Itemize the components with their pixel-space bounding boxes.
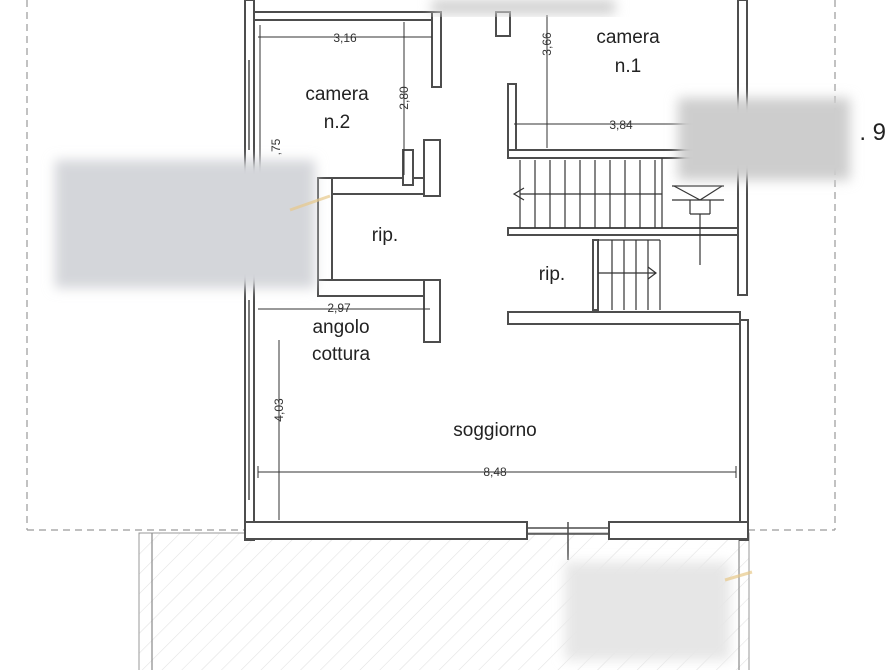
- spiral-stair-detail: [672, 185, 724, 265]
- site-boundary: [26, 0, 836, 531]
- dim-camera1-height: 3,66: [540, 32, 554, 56]
- blur-left: [55, 160, 315, 288]
- blur-top: [432, 0, 615, 14]
- door-opening: [527, 522, 609, 560]
- stairs-lower: [598, 239, 661, 310]
- dim-kitchen-width: 2,97: [327, 301, 351, 315]
- dim-living-width: 8,48: [483, 465, 507, 479]
- dim-camera2-width: 3,16: [333, 31, 357, 45]
- dim-left: ,75: [269, 138, 283, 155]
- blur-bottom: [565, 562, 730, 660]
- kitchen-label: angolo: [312, 317, 369, 338]
- dim-living-height: 4,03: [272, 398, 286, 422]
- stairs-upper: [512, 158, 663, 228]
- dim-camera2-height: 2,80: [397, 86, 411, 110]
- camera1-number: n.1: [615, 56, 641, 77]
- dim-camera1-width: 3,84: [609, 118, 633, 132]
- camera2-label: camera: [305, 84, 369, 105]
- edge-label: . 9: [859, 119, 886, 146]
- interior-walls: [253, 11, 741, 343]
- kitchen-label-2: cottura: [312, 344, 371, 365]
- blur-right: [678, 98, 850, 180]
- room-labels: camera n.1 camera n.2 rip. rip. angolo c…: [305, 27, 660, 441]
- dimension-labels: 3,16 3,66 2,80 3,84 ,75 2,97 4,03 8,48: [269, 31, 633, 479]
- living-label: soggiorno: [453, 420, 536, 441]
- rip-left-label: rip.: [372, 225, 398, 246]
- redaction-patches: [55, 0, 850, 660]
- camera2-number: n.2: [324, 112, 350, 133]
- rip-right-label: rip.: [539, 264, 565, 285]
- camera1-label: camera: [596, 27, 660, 48]
